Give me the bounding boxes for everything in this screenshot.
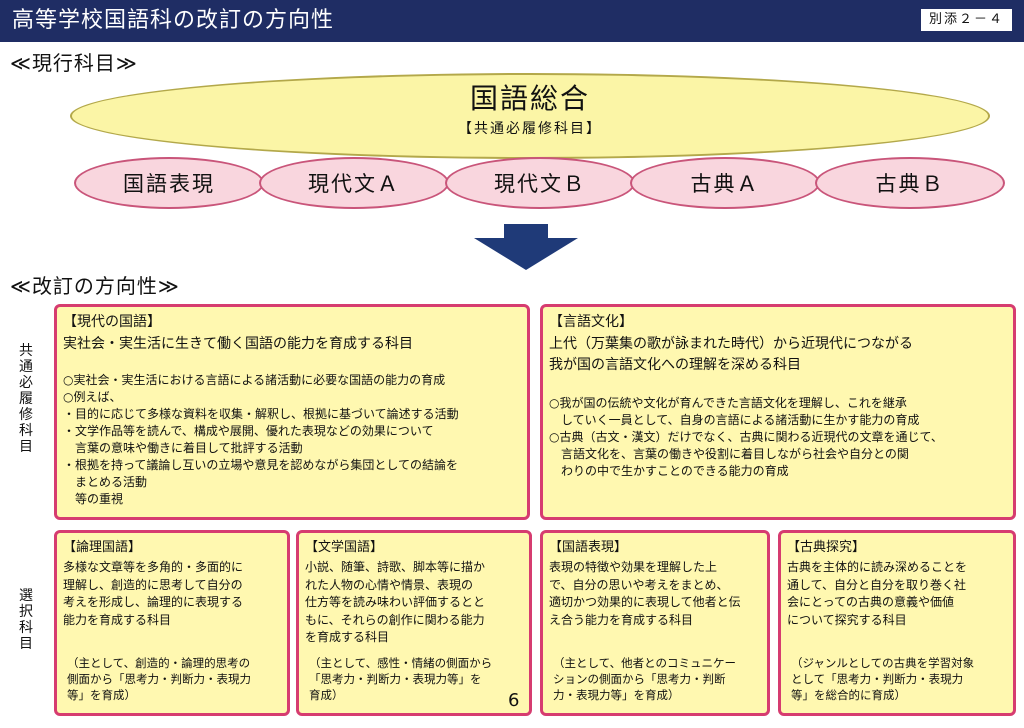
subject-ellipse: 現代文Ｂ: [445, 157, 635, 209]
side-label-char: 選: [19, 588, 33, 604]
description-line: 適切かつ効果的に表現して他者と伝: [549, 595, 741, 609]
subject-description: 小説、随筆、詩歌、脚本等に描か れた人物の心情や情景、表現の 仕方等を読み味わい…: [305, 559, 485, 647]
description-line: 仕方等を読み味わい評価するとと: [305, 595, 486, 609]
note-line: 等」を総合的に育成）: [791, 688, 906, 702]
subject-ellipse: 国語表現: [74, 157, 264, 209]
page-number: 6: [508, 690, 520, 711]
revision-heading: ≪改訂の方向性≫: [10, 274, 180, 298]
main-subject-subtitle: 【共通必履修科目】: [458, 121, 602, 137]
side-label-char: 択: [19, 604, 33, 620]
detail-line: ・根拠を持って議論し互いの立場や意見を認めながら集団としての結論を: [63, 458, 459, 472]
elective-subject-box: 【文学国語】 小説、随筆、詩歌、脚本等に描か れた人物の心情や情景、表現の 仕方…: [296, 530, 532, 716]
main-subject-ellipse: 国語総合 【共通必履修科目】: [70, 73, 990, 159]
note-line: 側面から「思考力・判断力・表現力: [67, 672, 251, 686]
description-line: もに、それらの創作に関わる能力: [305, 612, 485, 627]
detail-line: ○実社会・実生活における言語による諸活動に必要な国語の能力の育成: [63, 373, 446, 387]
detail-line: ○我が国の伝統や文化が育んできた言語文化を理解し、これを継承: [549, 396, 907, 410]
note-line: 育成）: [309, 688, 344, 702]
page-title: 高等学校国語科の改訂の方向性: [12, 8, 335, 33]
subject-title: 【国語表現】: [549, 540, 628, 555]
subject-ellipse: 古典Ａ: [630, 157, 820, 209]
subject-summary: 我が国の言語文化への理解を深める科目: [549, 357, 801, 373]
note-line: として「思考力・判断力・表現力: [791, 672, 964, 686]
description-line: 理解し、創造的に思考して自分の: [63, 577, 243, 592]
subject-title: 【古典探究】: [787, 540, 866, 555]
description-line: を育成する科目: [305, 630, 390, 644]
side-label-char: 目: [19, 439, 33, 455]
description-line: 表現の特徴や効果を理解した上: [549, 560, 718, 574]
detail-line: ・文学作品等を読んで、構成や展開、優れた表現などの効果について: [63, 424, 434, 438]
detail-line: ○例えば、: [63, 390, 122, 404]
subject-title: 【文学国語】: [305, 540, 384, 555]
description-line: 能力を育成する科目: [63, 612, 172, 627]
side-label-char: 科: [19, 423, 33, 439]
note-line: （主として、感性・情緒の側面から: [309, 656, 493, 670]
header-bar: 高等学校国語科の改訂の方向性 別添２－４: [0, 0, 1024, 42]
subject-summary: 実社会・実生活に生きて働く国語の能力を育成する科目: [63, 336, 413, 352]
down-arrow-icon: [474, 224, 578, 270]
note-line: 等」を育成）: [67, 688, 136, 702]
subject-note: （主として、創造的・論理的思考の 側面から「思考力・判断力・表現力 等」を育成）: [67, 655, 251, 703]
description-line: れた人物の心情や情景、表現の: [305, 577, 474, 592]
subject-note: （主として、感性・情緒の側面から 「思考力・判断力・表現力等」を 育成）: [309, 655, 492, 703]
side-label-char: 必: [19, 375, 33, 391]
note-line: ションの側面から「思考力・判断: [553, 672, 726, 686]
side-label-char: 修: [19, 407, 33, 423]
subject-description: 表現の特徴や効果を理解した上 で、自分の思いや考えをまとめ、 適切かつ効果的に表…: [549, 559, 741, 629]
detail-line: 言葉の意味や働きに着目して批評する活動: [63, 441, 303, 455]
side-label-elective: 選 択 科 目: [16, 588, 36, 652]
side-label-char: 科: [19, 620, 33, 636]
description-line: 会にとっての古典の意義や価値: [787, 595, 955, 609]
side-label-char: 共: [19, 343, 33, 359]
detail-line: 言語文化を、言葉の働きや役割に着目しながら社会や自分との関: [549, 447, 909, 461]
detail-line: ○古典（古文・漢文）だけでなく、古典に関わる近現代の文章を通じて、: [549, 430, 943, 444]
description-line: 考えを形成し、論理的に表現する: [63, 595, 244, 609]
subject-ellipse: 現代文Ａ: [259, 157, 449, 209]
description-line: え合う能力を育成する科目: [549, 612, 694, 627]
current-subjects-heading: ≪現行科目≫: [10, 51, 138, 75]
detail-line: していく一員として、自身の言語による諸活動に生かす能力の育成: [549, 413, 920, 427]
note-line: （ジャンルとしての古典を学習対象: [791, 656, 975, 670]
elective-subject-box: 【国語表現】 表現の特徴や効果を理解した上 で、自分の思いや考えをまとめ、 適切…: [540, 530, 770, 716]
subject-ellipse: 古典Ｂ: [815, 157, 1005, 209]
subject-title: 【言語文化】: [549, 314, 633, 330]
required-subject-box: 【言語文化】 上代（万葉集の歌が詠まれた時代）から近現代につながる 我が国の言語…: [540, 304, 1016, 520]
description-line: 通して、自分と自分を取り巻く社: [787, 577, 967, 592]
side-label-required: 共 通 必 履 修 科 目: [16, 343, 36, 455]
subject-summary: 上代（万葉集の歌が詠まれた時代）から近現代につながる: [549, 336, 913, 352]
detail-line: まとめる活動: [63, 475, 148, 489]
side-label-char: 通: [19, 359, 33, 375]
note-line: 「思考力・判断力・表現力等」を: [309, 672, 482, 686]
subject-description: 多様な文章等を多角的・多面的に 理解し、創造的に思考して自分の 考えを形成し、論…: [63, 559, 243, 629]
attachment-tag: 別添２－４: [920, 9, 1012, 31]
note-line: 力・表現力等」を育成）: [553, 688, 680, 702]
note-line: （主として、他者とのコミュニケー: [553, 656, 736, 670]
description-line: 古典を主体的に読み深めることを: [787, 560, 968, 574]
detail-line: 等の重視: [63, 492, 124, 506]
subject-title: 【論理国語】: [63, 540, 142, 555]
detail-line: わりの中で生かすことのできる能力の育成: [549, 464, 789, 478]
description-line: で、自分の思いや考えをまとめ、: [549, 577, 729, 592]
side-label-char: 目: [19, 636, 33, 652]
required-subject-box: 【現代の国語】 実社会・実生活に生きて働く国語の能力を育成する科目 ○実社会・実…: [54, 304, 530, 520]
side-label-char: 履: [19, 391, 33, 407]
subject-note: （ジャンルとしての古典を学習対象 として「思考力・判断力・表現力 等」を総合的に…: [791, 655, 974, 703]
subject-note: （主として、他者とのコミュニケー ションの側面から「思考力・判断 力・表現力等」…: [553, 655, 736, 703]
elective-subject-box: 【古典探究】 古典を主体的に読み深めることを 通して、自分と自分を取り巻く社 会…: [778, 530, 1016, 716]
description-line: 小説、随筆、詩歌、脚本等に描か: [305, 560, 486, 574]
subject-title: 【現代の国語】: [63, 314, 161, 330]
description-line: 多様な文章等を多角的・多面的に: [63, 560, 244, 574]
elective-subject-box: 【論理国語】 多様な文章等を多角的・多面的に 理解し、創造的に思考して自分の 考…: [54, 530, 290, 716]
main-subject-title: 国語総合: [469, 82, 590, 115]
description-line: について探究する科目: [787, 612, 907, 627]
note-line: （主として、創造的・論理的思考の: [67, 656, 251, 670]
detail-line: ・目的に応じて多様な資料を収集・解釈し、根拠に基づいて論述する活動: [63, 407, 459, 421]
subject-description: 古典を主体的に読み深めることを 通して、自分と自分を取り巻く社 会にとっての古典…: [787, 559, 967, 629]
